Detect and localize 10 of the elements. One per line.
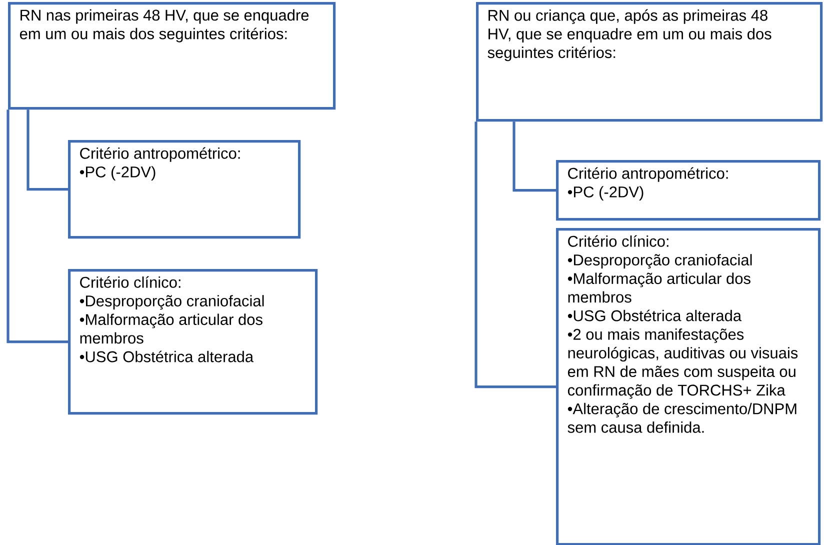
- text-box: Critério antropométrico: •PC (-2DV): [556, 160, 821, 221]
- text-box: RN ou criança que, após as primeiras 48 HV, que se enquadre em um ou mais dos seguintes critérios:: [476, 2, 823, 122]
- text-box: Critério clínico: •Desproporção craniofacial •Malformação articular dos membros •USG Obstétrica alterada •2 ou mais manifestações neurológicas, auditivas ou visuais em RN de mães com suspeita ou confirmação de TORCHS+ Zika •Alteração de crescimento/DNPM sem causa definida.: [556, 228, 821, 545]
- connector: [6, 110, 68, 344]
- connector: [512, 122, 556, 192]
- connector: [474, 122, 556, 388]
- text-box: RN nas primeiras 48 HV, que se enquadre em um ou mais dos seguintes critérios:: [8, 2, 336, 110]
- text-box: Critério antropométrico: •PC (-2DV): [68, 140, 301, 239]
- text-box: Critério clínico: •Desproporção craniofacial •Malformação articular dos membros •USG Obstétrica alterada: [68, 269, 318, 415]
- connector: [26, 110, 68, 191]
